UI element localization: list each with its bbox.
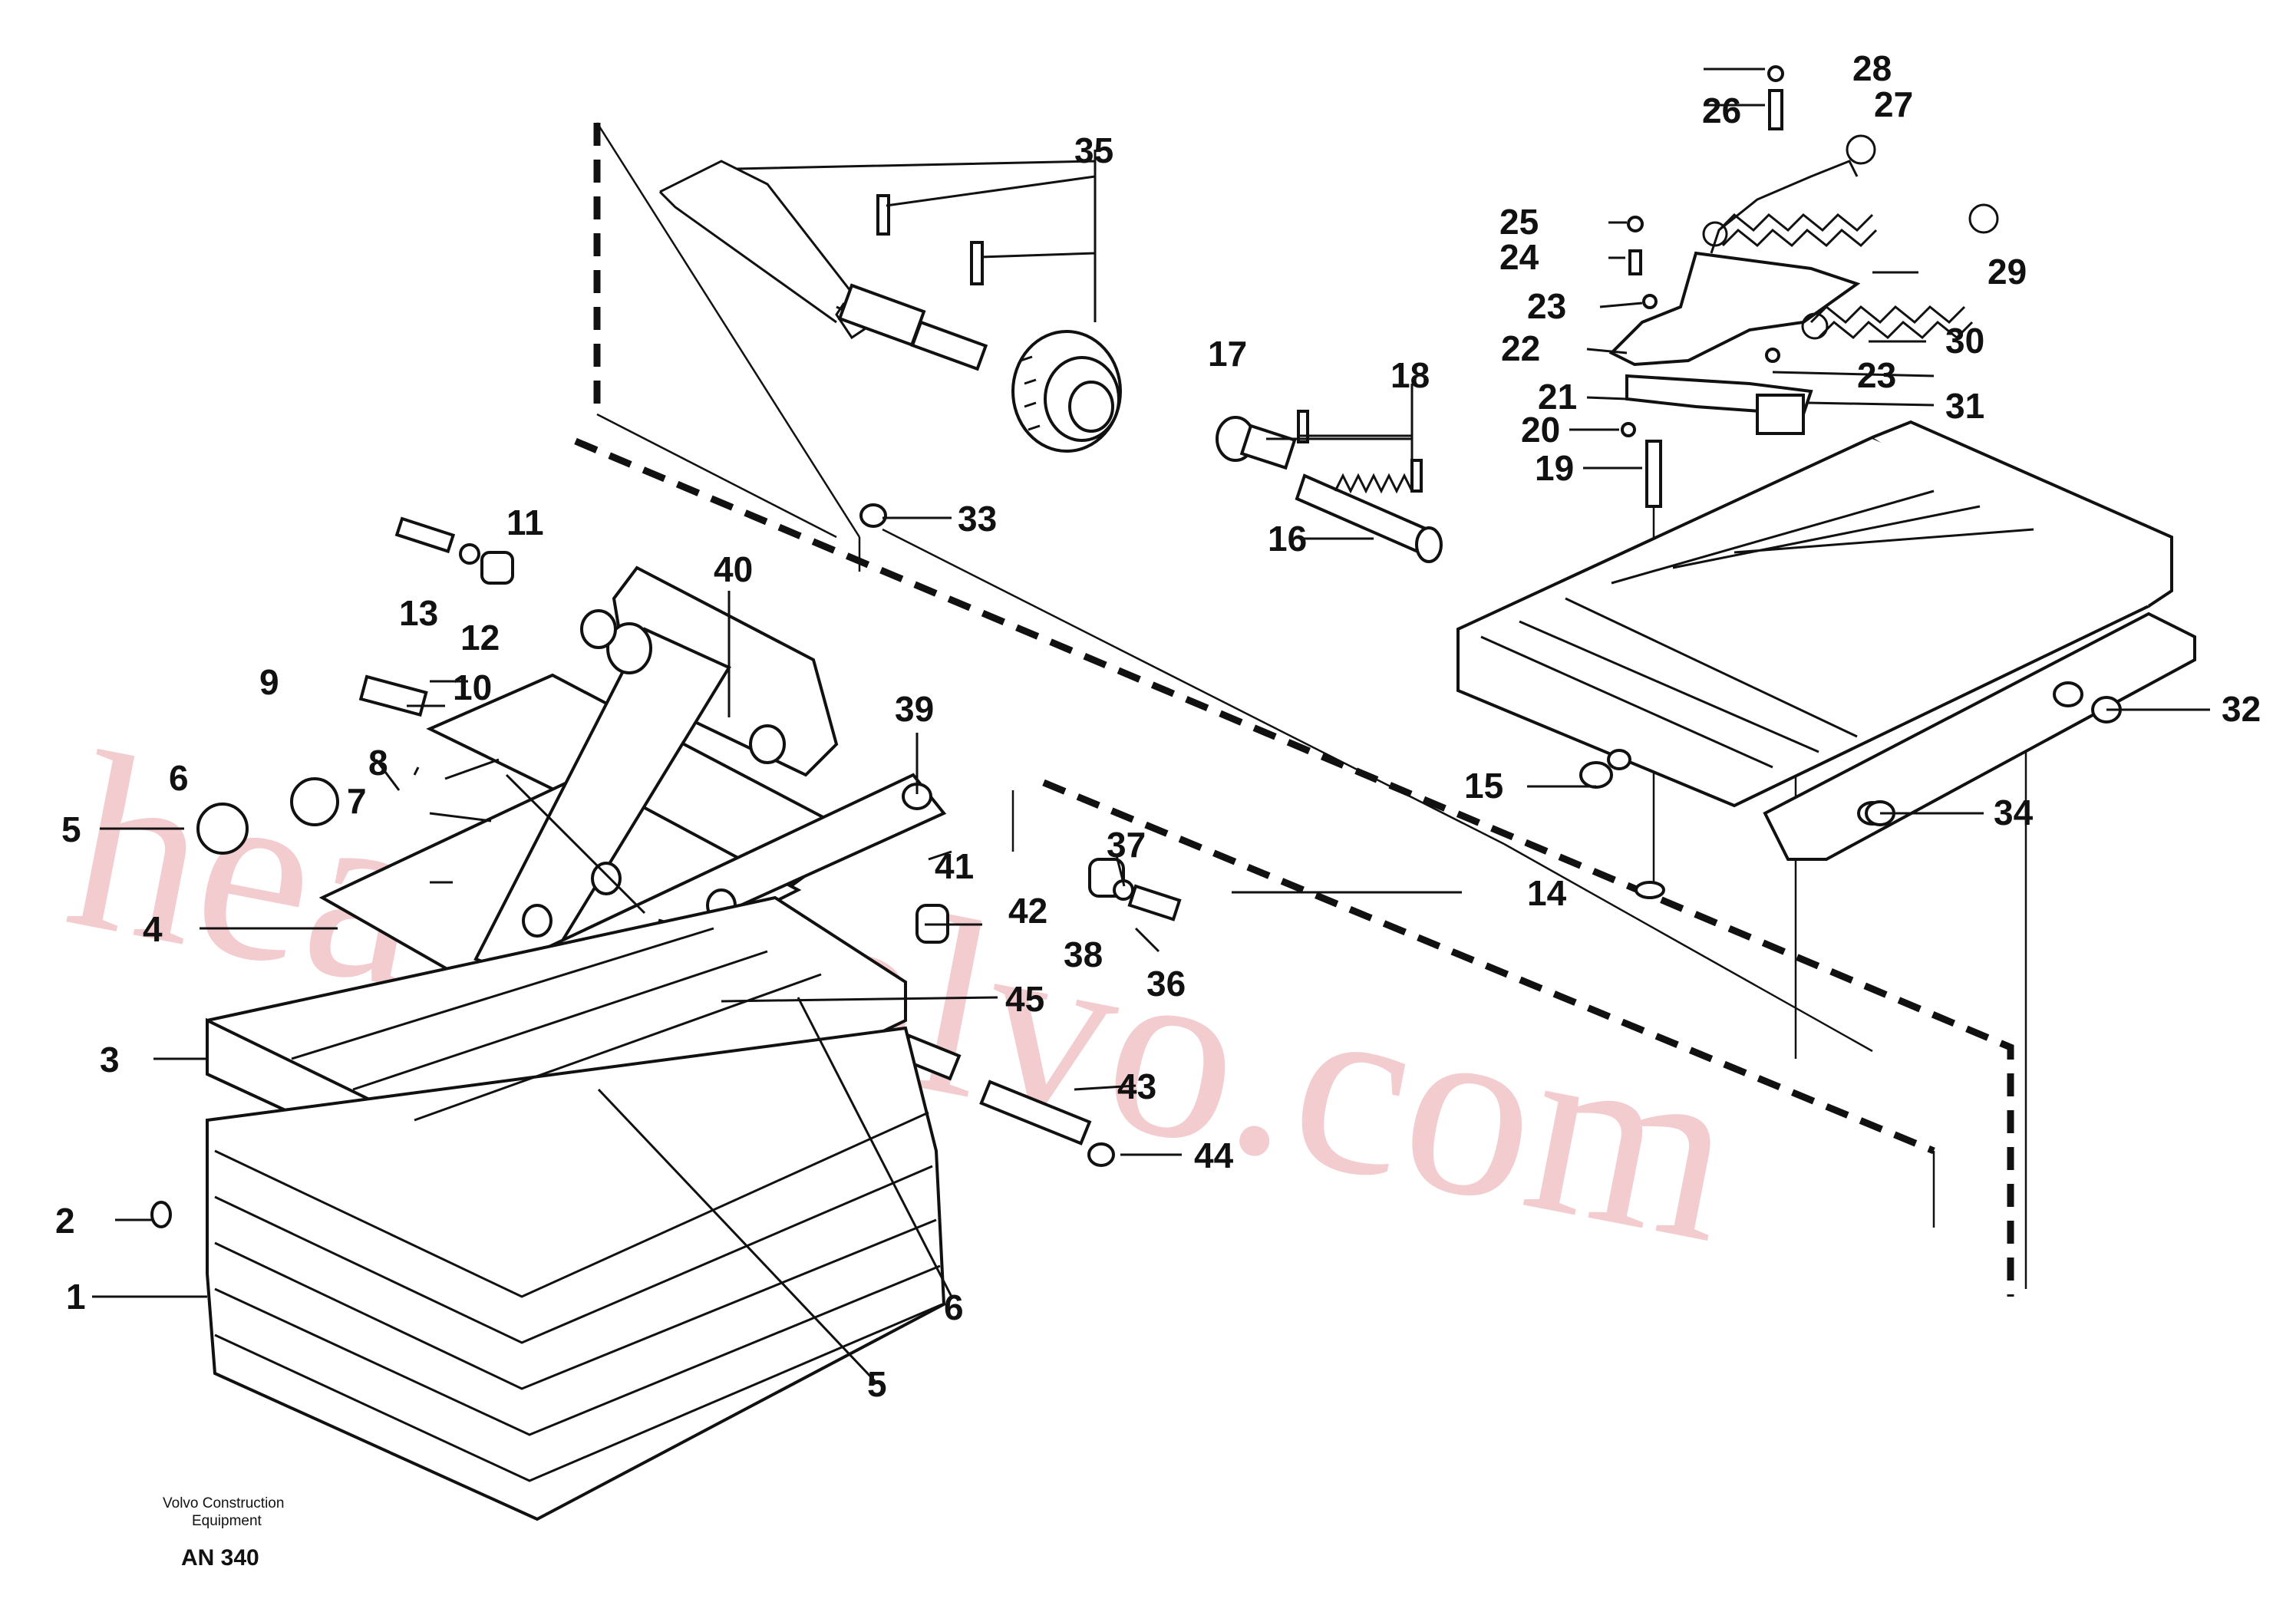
part-label-28: 28 [1852, 48, 1892, 88]
part-label-21: 21 [1538, 377, 1577, 417]
part-label-23: 23 [1527, 286, 1566, 326]
part-label-44: 44 [1194, 1136, 1234, 1175]
part-label-5: 5 [61, 809, 81, 849]
part-label-36: 36 [1146, 964, 1186, 1004]
part-label-4: 4 [143, 909, 163, 949]
part-label-22: 22 [1501, 328, 1540, 368]
part-label-33: 33 [958, 499, 997, 539]
part-label-13: 13 [399, 593, 438, 633]
part-label-29: 29 [1988, 252, 2027, 292]
part-label-38: 38 [1064, 934, 1103, 974]
dashed-frame-main [574, 437, 2027, 1297]
part-label-42: 42 [1008, 891, 1047, 931]
part-label-34: 34 [1994, 793, 2034, 832]
part-label-18: 18 [1390, 355, 1430, 395]
part-label-25: 25 [1499, 202, 1539, 242]
part-label-12: 12 [460, 618, 500, 658]
part-label-27: 27 [1874, 84, 1913, 124]
part-label-19: 19 [1535, 448, 1574, 488]
part-label-17: 17 [1208, 334, 1247, 374]
part-label-35: 35 [1074, 130, 1113, 170]
part-label-8: 8 [368, 743, 388, 783]
leader-lines [92, 68, 2210, 1383]
caption-block: Volvo Construction Equipment AN 340 [163, 1495, 284, 1571]
part-label-43: 43 [1117, 1066, 1156, 1106]
knob-assembly [658, 160, 1122, 453]
drawing-code: AN 340 [181, 1545, 259, 1571]
part-label-11: 11 [506, 503, 544, 542]
part-label-32: 32 [2222, 689, 2261, 729]
part-label-31: 31 [1945, 386, 1984, 426]
seat-cushion [206, 895, 946, 1521]
part-label-1: 1 [66, 1277, 86, 1317]
part-label-2: 2 [55, 1201, 75, 1241]
spring-bracket-assembly [1608, 65, 1999, 899]
part-label-9: 9 [259, 662, 279, 702]
part-label-7: 7 [347, 781, 367, 821]
part-label-40: 40 [714, 549, 753, 589]
part-label-6-second: 6 [944, 1287, 964, 1327]
part-label-23-second: 23 [1857, 355, 1896, 395]
part-label-16: 16 [1268, 519, 1307, 559]
part-label-20: 20 [1521, 410, 1560, 450]
part-label-5-second: 5 [867, 1364, 887, 1404]
part-label-45: 45 [1005, 979, 1044, 1019]
part-label-26: 26 [1702, 91, 1741, 130]
part-label-24: 24 [1499, 237, 1539, 277]
part-label-14: 14 [1527, 873, 1567, 913]
part-label-15: 15 [1464, 766, 1503, 806]
part-label-41: 41 [935, 846, 974, 886]
adjuster-shaft-assembly [1216, 410, 1443, 563]
part-label-6: 6 [169, 758, 189, 798]
part-labels: 1 2 3 4 5 6 7 8 9 10 11 12 13 14 15 16 1… [55, 48, 2261, 1404]
part-label-39: 39 [895, 689, 934, 729]
caption-line-2: Equipment [192, 1513, 262, 1529]
caption-line-1: Volvo Construction [163, 1495, 284, 1511]
part-label-10: 10 [453, 668, 492, 707]
dashed-frame-knob [593, 122, 861, 572]
part-label-3: 3 [100, 1040, 120, 1080]
part-label-30: 30 [1945, 321, 1984, 361]
part-label-37: 37 [1107, 825, 1146, 865]
